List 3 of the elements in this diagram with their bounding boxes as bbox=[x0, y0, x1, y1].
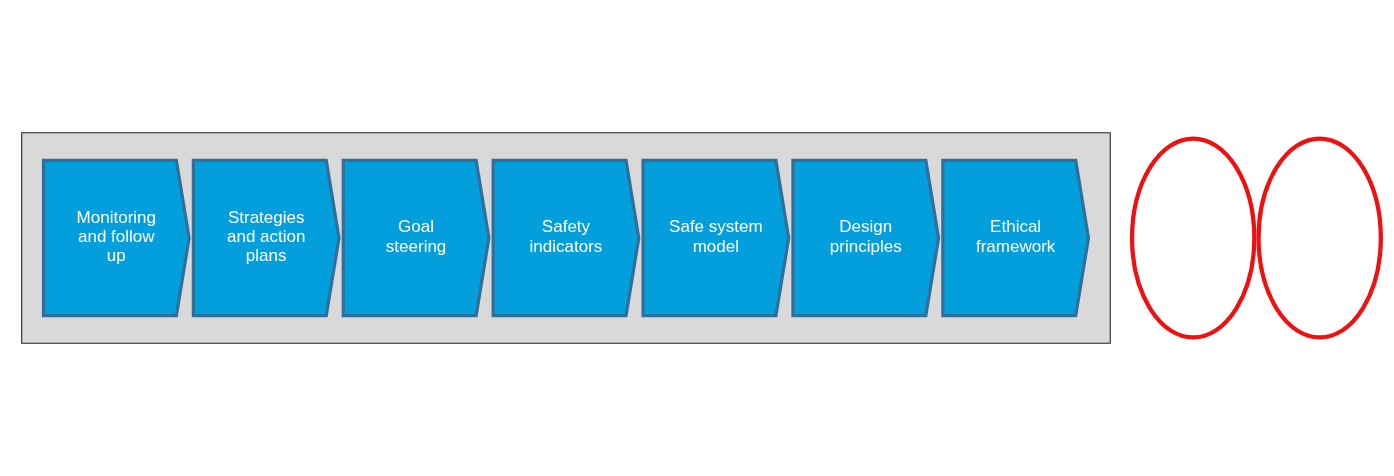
node-circle bbox=[1256, 136, 1383, 340]
node-circle bbox=[1129, 136, 1257, 340]
cluster bbox=[21, 132, 1111, 344]
